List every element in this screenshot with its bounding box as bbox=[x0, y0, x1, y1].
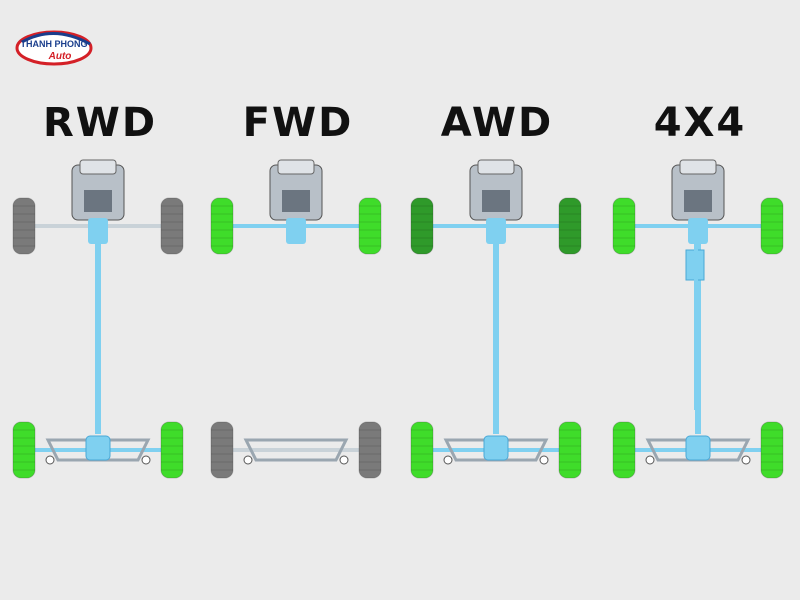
engine-detail bbox=[684, 190, 712, 212]
rear-right-wheel bbox=[160, 421, 184, 479]
rear-right-wheel bbox=[760, 421, 784, 479]
suspension-mount bbox=[243, 455, 253, 465]
front-right-wheel bbox=[760, 197, 784, 255]
drivetrain-label-rwd: RWD bbox=[42, 100, 158, 146]
rear-subframe bbox=[443, 438, 549, 462]
front-left-wheel bbox=[410, 197, 434, 255]
suspension-mount bbox=[539, 455, 549, 465]
rear-differential bbox=[85, 435, 111, 461]
front-left-wheel bbox=[612, 197, 636, 255]
rear-left-wheel bbox=[410, 421, 434, 479]
front-right-wheel bbox=[558, 197, 582, 255]
rear-left-wheel bbox=[210, 421, 234, 479]
drive-shaft bbox=[493, 244, 499, 434]
engine-detail bbox=[482, 190, 510, 212]
drivetrain-label-fwd: FWD bbox=[242, 100, 354, 146]
rear-subframe bbox=[645, 438, 751, 462]
suspension-mount bbox=[45, 455, 55, 465]
front-left-wheel bbox=[12, 197, 36, 255]
engine-detail bbox=[282, 190, 310, 212]
rear-right-wheel bbox=[558, 421, 582, 479]
engine-head bbox=[477, 159, 515, 175]
engine-head bbox=[277, 159, 315, 175]
rear-left-wheel bbox=[612, 421, 636, 479]
engine-head bbox=[79, 159, 117, 175]
front-left-wheel bbox=[210, 197, 234, 255]
rear-differential bbox=[685, 435, 711, 461]
front-drive-shaft bbox=[694, 240, 698, 410]
transmission bbox=[88, 218, 108, 244]
engine-detail bbox=[84, 190, 112, 212]
engine-head bbox=[679, 159, 717, 175]
rear-left-wheel bbox=[12, 421, 36, 479]
transmission bbox=[286, 218, 306, 244]
drivetrain-label-awd: AWD bbox=[440, 100, 554, 146]
suspension-mount bbox=[141, 455, 151, 465]
drive-shaft bbox=[95, 244, 101, 434]
logo-text: THANH PHONG bbox=[21, 39, 88, 49]
front-right-wheel bbox=[358, 197, 382, 255]
transmission bbox=[688, 218, 708, 244]
rear-subframe bbox=[243, 438, 349, 462]
suspension-mount bbox=[443, 455, 453, 465]
front-right-wheel bbox=[160, 197, 184, 255]
transmission bbox=[486, 218, 506, 244]
suspension-mount bbox=[645, 455, 655, 465]
drivetrain-label-4x4: 4X4 bbox=[653, 100, 747, 146]
rear-right-wheel bbox=[358, 421, 382, 479]
rear-differential bbox=[483, 435, 509, 461]
rear-subframe bbox=[45, 438, 151, 462]
suspension-mount bbox=[339, 455, 349, 465]
suspension-mount bbox=[741, 455, 751, 465]
logo-subtext: Auto bbox=[48, 51, 72, 62]
brand-logo: THANH PHONG Auto bbox=[14, 28, 94, 68]
